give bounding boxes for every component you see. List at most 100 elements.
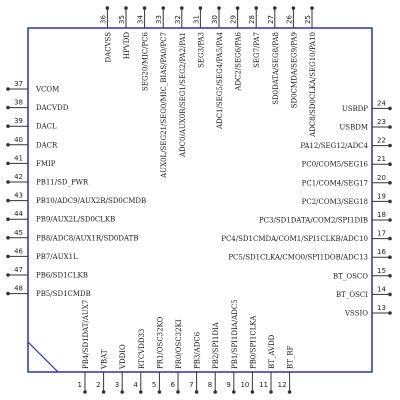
pin-12-endpoint bbox=[287, 390, 292, 394]
pin-6-number: 6 bbox=[171, 381, 176, 389]
pin-20-endpoint bbox=[388, 181, 392, 185]
pin-4-number: 4 bbox=[133, 381, 138, 389]
pin-27-endpoint bbox=[273, 6, 277, 10]
pin-2-number: 2 bbox=[96, 381, 100, 389]
pin-10-endpoint bbox=[250, 390, 255, 394]
pin-40-number: 40 bbox=[14, 136, 23, 144]
pin-39-endpoint bbox=[6, 124, 10, 128]
pin-5-endpoint bbox=[157, 390, 162, 394]
pin-42-endpoint bbox=[6, 180, 10, 184]
pin-6-label: PR0/OSC32KI bbox=[175, 319, 183, 369]
pin-11-number: 11 bbox=[259, 381, 268, 389]
pin-10-label: PB0/SPI1CLKA bbox=[249, 315, 257, 369]
pin-24-endpoint bbox=[388, 106, 392, 111]
pin-48-number: 48 bbox=[14, 285, 23, 293]
pin-33-endpoint bbox=[161, 6, 165, 10]
pin-43-endpoint bbox=[6, 198, 10, 203]
pin-4-label: RTCVDD33 bbox=[138, 329, 146, 369]
pin-35-number: 35 bbox=[118, 15, 126, 24]
pin-48-endpoint bbox=[6, 291, 10, 296]
pin-19-label: PC2/COM3/SEG18 bbox=[302, 198, 368, 206]
pin-26-endpoint bbox=[291, 6, 296, 10]
pin-33-number: 33 bbox=[155, 15, 163, 24]
pin-44-label: PB9/AUX2L/SD0CLKB bbox=[36, 216, 115, 224]
pins-layer: 1PB4/SD1DAT/AUX72VBAT3VDDIO4RTCVDD335PR1… bbox=[6, 6, 392, 394]
pin-45-label: PB8/ADC8/AUX1R/SD0DATB bbox=[36, 234, 138, 242]
pin-24-number: 24 bbox=[377, 99, 386, 107]
pin-3-endpoint bbox=[120, 390, 124, 394]
pin-2-label: VBAT bbox=[101, 349, 109, 370]
pin-28-label: SEG7/PA7 bbox=[253, 32, 261, 68]
pin-28-number: 28 bbox=[248, 15, 256, 24]
pin-19-endpoint bbox=[388, 199, 392, 204]
pin-2-endpoint bbox=[101, 390, 106, 394]
pin-34-number: 34 bbox=[137, 15, 145, 24]
pin-14-label: BT_OSCI bbox=[336, 291, 368, 299]
pin-22-label: PA12/SEG12/ADC4 bbox=[300, 142, 368, 150]
pin-30-endpoint bbox=[217, 6, 221, 10]
pin-14-number: 14 bbox=[377, 285, 386, 293]
pin-41-number: 41 bbox=[14, 154, 23, 162]
pin-30-number: 30 bbox=[211, 15, 219, 24]
pin-35-label: HPVDD bbox=[123, 32, 131, 59]
pin-31-label: SEG3/PA3 bbox=[197, 32, 205, 68]
pin-20-number: 20 bbox=[377, 174, 386, 182]
pin-1-number: 1 bbox=[78, 381, 82, 389]
pin-15-endpoint bbox=[388, 274, 392, 278]
pin-48-label: PB5/SD1CMDB bbox=[36, 290, 91, 298]
pin-46-number: 46 bbox=[14, 247, 23, 255]
pin-19-number: 19 bbox=[377, 192, 386, 200]
pin-37-label: VCOM bbox=[35, 86, 59, 94]
pin-44-number: 44 bbox=[14, 210, 23, 218]
pin-29-label: ADC2/SEG6/PA6 bbox=[235, 31, 243, 91]
pin-1-label: PB4/SD1DAT/AUX7 bbox=[82, 300, 90, 369]
pin-7-number: 7 bbox=[189, 381, 193, 389]
pin-45-number: 45 bbox=[14, 229, 23, 237]
pin-23-endpoint bbox=[388, 125, 392, 129]
pin-41-label: FMIP bbox=[36, 160, 56, 168]
pin-16-label: PC5/SD1CLKA/CMO0/SPI1DOB/ADC13 bbox=[228, 254, 368, 262]
pin-3-number: 3 bbox=[115, 381, 119, 389]
pin-26-label: SD0CMDA/SEG9/PA9 bbox=[290, 32, 298, 108]
pin-1-endpoint bbox=[83, 390, 87, 394]
chip-body bbox=[27, 27, 373, 373]
pin-25-endpoint bbox=[310, 6, 314, 10]
pin-12-number: 12 bbox=[278, 381, 287, 389]
pin-25-label: ADC8/SD0CLKA/SEG10/PA10 bbox=[309, 32, 317, 138]
pin-8-label: PB2/SPI1DIA bbox=[212, 321, 220, 369]
pin-5-number: 5 bbox=[152, 381, 156, 389]
pin-29-number: 29 bbox=[230, 15, 238, 24]
pin-7-endpoint bbox=[194, 390, 199, 394]
pin-36-label: DACVSS bbox=[104, 32, 112, 63]
pin-8-number: 8 bbox=[208, 381, 212, 389]
pin-3-label: VDDIO bbox=[119, 344, 127, 370]
pin-18-endpoint bbox=[388, 218, 392, 222]
pin-17-number: 17 bbox=[377, 230, 386, 238]
pin-21-number: 21 bbox=[377, 155, 386, 163]
pin-37-number: 37 bbox=[14, 80, 23, 88]
pin-31-number: 31 bbox=[192, 15, 200, 24]
pin-35-endpoint bbox=[124, 6, 128, 10]
pin-12-label: BT_RF bbox=[287, 345, 295, 369]
pin-15-label: BT_OSCO bbox=[333, 272, 368, 280]
pin-45-endpoint bbox=[6, 236, 10, 240]
pin-39-number: 39 bbox=[14, 117, 23, 125]
pin-33-label: AUX0L/SEG21/SEG0/MIC_BIAS/PA0/PC7 bbox=[160, 32, 168, 179]
pin-23-label: USBDM bbox=[339, 124, 368, 132]
pin-17-label: PC4/SD1CMDA/COM1/SPI1CLKB/ADC10 bbox=[221, 235, 368, 243]
pin-29-endpoint bbox=[235, 6, 240, 10]
pin-11-label: BT_AVDD bbox=[268, 334, 276, 369]
pin-46-endpoint bbox=[6, 254, 10, 259]
pin-17-endpoint bbox=[388, 236, 392, 241]
pin-22-number: 22 bbox=[377, 137, 386, 145]
pin-8-endpoint bbox=[213, 390, 217, 394]
pin-47-endpoint bbox=[6, 273, 10, 277]
pin-23-number: 23 bbox=[377, 118, 386, 126]
pin-28-endpoint bbox=[254, 6, 258, 10]
pin-46-label: PB7/AUX1L bbox=[36, 253, 78, 261]
pin-21-label: PC0/COM5/SEG16 bbox=[302, 161, 369, 169]
pin-36-endpoint bbox=[105, 6, 110, 10]
pin-13-number: 13 bbox=[377, 304, 386, 312]
pin-10-number: 10 bbox=[240, 381, 249, 389]
pin-21-endpoint bbox=[388, 162, 392, 166]
